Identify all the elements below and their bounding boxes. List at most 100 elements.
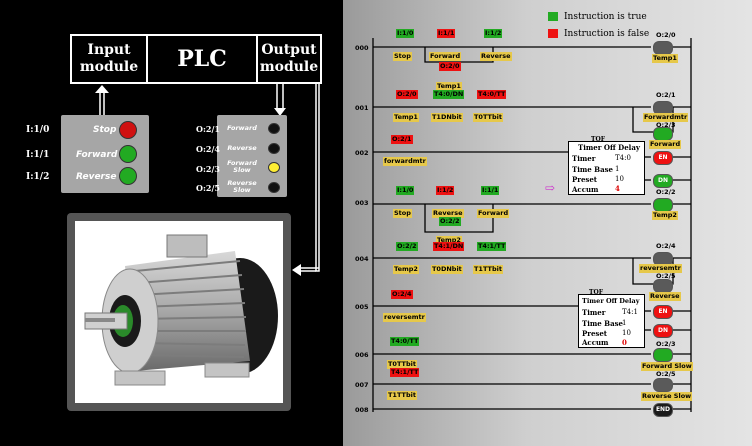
input-module-label: Input module xyxy=(72,36,148,82)
ladder-wiring xyxy=(372,38,692,412)
output-module-label: Output module xyxy=(259,42,319,75)
rung-number: 001 xyxy=(355,104,369,112)
preset-key: Preset xyxy=(572,175,598,184)
timer-type: TOF xyxy=(589,289,603,296)
contact-addr-reversemtr[interactable]: O:2/4 xyxy=(391,290,413,299)
preset-value: 10 xyxy=(622,329,631,337)
coil-temp2[interactable] xyxy=(653,198,673,212)
output-label-forward-slow: Forward Slow xyxy=(227,159,257,174)
preset-key: Preset xyxy=(582,329,608,338)
contact-addr-t0tt[interactable]: T4:0/TT xyxy=(477,90,507,99)
output-label-reverse-slow: Reverse Slow xyxy=(227,179,257,194)
rung-number: 002 xyxy=(355,149,369,157)
timer1-done-coil[interactable]: DN xyxy=(653,324,673,338)
coil-reverse-slow[interactable] xyxy=(653,378,673,392)
contact-addr-temp1-seal[interactable]: O:2/0 xyxy=(439,62,461,71)
reverse-slow-output-lamp xyxy=(268,182,280,193)
coil-reverse-seal[interactable] xyxy=(653,279,673,293)
contact-addr-stop[interactable]: I:1/0 xyxy=(396,29,415,38)
reverse-button-lamp[interactable] xyxy=(119,167,137,185)
preset-value: 10 xyxy=(615,175,624,183)
coil-addr-reverse-seal: O:2/5 xyxy=(656,272,676,280)
contact-addr-forwardmtr[interactable]: O:2/1 xyxy=(391,135,413,144)
timer0-done-coil[interactable]: DN xyxy=(653,174,673,188)
contact-name-temp2: Temp2 xyxy=(393,265,419,274)
coil-forward-slow[interactable] xyxy=(653,348,673,362)
contact-name-t1tt-2: T1TTbit xyxy=(387,391,417,400)
time-base-key: Time Base xyxy=(582,319,624,328)
contact-addr-forward[interactable]: I:1/1 xyxy=(437,29,456,38)
accum-value: 0 xyxy=(622,338,627,347)
coil-addr-forward-slow-seal: O:2/3 xyxy=(656,121,676,129)
accum-key: Accum xyxy=(572,185,599,194)
time-base-key: Time Base xyxy=(572,165,614,174)
plc-wiring xyxy=(95,84,320,276)
timer-value: T4:0 xyxy=(615,154,631,162)
timer-off-delay-t4-1[interactable]: TOF Timer Off Delay Timer T4:1 Time Base… xyxy=(578,289,645,348)
plc-label: PLC xyxy=(148,36,258,82)
rung-number: 007 xyxy=(355,381,369,389)
input-addr-1: I:1/1 xyxy=(26,150,50,160)
timer-title: Timer Off Delay xyxy=(578,143,640,152)
contact-addr-reverse-2[interactable]: I:1/2 xyxy=(436,186,455,195)
contact-addr-t0tt-2[interactable]: T4:0/TT xyxy=(390,337,420,346)
coil-temp1[interactable] xyxy=(653,41,673,55)
plc-block: Input module PLC Output module xyxy=(70,34,322,84)
time-base-value: 1 xyxy=(615,165,620,173)
coil-name-forward-seal: Forward xyxy=(649,140,682,149)
legend-true-label: Instruction is true xyxy=(564,12,647,22)
contact-name-t0dn: T0DNbit xyxy=(431,265,463,274)
input-label-stop: Stop xyxy=(93,125,117,135)
contact-name-reversemtr: reversemtr xyxy=(383,313,426,322)
output-label-reverse: Reverse xyxy=(227,144,257,152)
contact-addr-reverse[interactable]: I:1/2 xyxy=(484,29,503,38)
contact-addr-temp2[interactable]: O:2/2 xyxy=(396,242,418,251)
contact-addr-t0dn[interactable]: T4:1/DN xyxy=(433,242,465,251)
timer-value: T4:1 xyxy=(622,308,638,316)
coil-addr-reverse-slow: O:2/5 xyxy=(656,370,676,378)
contact-addr-temp1[interactable]: O:2/0 xyxy=(396,90,418,99)
contact-name-temp1: Temp1 xyxy=(393,113,419,122)
ladder-diagram-panel: Instruction is true Instruction is false xyxy=(343,0,752,446)
forward-output-lamp xyxy=(268,123,280,134)
rung-number: 004 xyxy=(355,255,369,263)
time-base-value: 1 xyxy=(622,319,627,327)
contact-addr-temp2-seal[interactable]: O:2/2 xyxy=(439,217,461,226)
timer-key: Timer xyxy=(572,154,596,163)
stop-button-lamp[interactable] xyxy=(119,121,137,139)
contact-addr-t1dn[interactable]: T4:0/DN xyxy=(433,90,465,99)
coil-addr-temp2: O:2/2 xyxy=(656,188,676,196)
coil-forward-slow-seal[interactable] xyxy=(653,127,673,141)
output-label-forward: Forward xyxy=(227,124,257,132)
timer-title: Timer Off Delay xyxy=(582,297,640,305)
contact-name-forward-2: Forward xyxy=(477,209,510,218)
timer-off-delay-t4-0[interactable]: TOF Timer Off Delay Timer T4:0 Time Base… xyxy=(568,136,645,195)
contact-name-reverse-2: Reverse xyxy=(432,209,464,218)
forward-button-lamp[interactable] xyxy=(119,145,137,163)
output-addr-2: O:2/3 xyxy=(196,164,220,174)
contact-name-t0tt: T0TTbit xyxy=(473,113,503,122)
timer1-enable-coil[interactable]: EN xyxy=(653,305,673,319)
contact-name-t1tt: T1TTbit xyxy=(473,265,503,274)
reverse-output-lamp xyxy=(268,143,280,154)
contact-addr-forward-2[interactable]: I:1/1 xyxy=(481,186,500,195)
rung-number: 008 xyxy=(355,406,369,414)
contact-addr-t1tt-2[interactable]: T4:1/TT xyxy=(390,368,420,377)
arrow-pointer-icon: ⇨ xyxy=(545,181,556,195)
coil-name-forwardmtr: Forwardmtr xyxy=(643,113,689,122)
contact-name-forward: Forward xyxy=(429,52,462,61)
contact-name-stop-2: Stop xyxy=(393,209,412,218)
output-addr-3: O:2/5 xyxy=(196,183,220,193)
legend-false-swatch xyxy=(548,29,558,38)
timer0-enable-coil[interactable]: EN xyxy=(653,151,673,165)
motor-frame xyxy=(67,213,291,411)
contact-addr-t1tt[interactable]: T4:1/TT xyxy=(477,242,507,251)
coil-addr-reversemtr: O:2/4 xyxy=(656,242,676,250)
contact-addr-stop-2[interactable]: I:1/0 xyxy=(396,186,415,195)
contact-name-forwardmtr: forwardmtr xyxy=(383,157,427,166)
timer-type: TOF xyxy=(591,136,605,143)
input-addr-0: I:1/0 xyxy=(26,125,50,135)
rung-number: 005 xyxy=(355,303,369,311)
coil-addr-temp1: O:2/0 xyxy=(656,31,676,39)
output-addr-0: O:2/1 xyxy=(196,124,220,134)
